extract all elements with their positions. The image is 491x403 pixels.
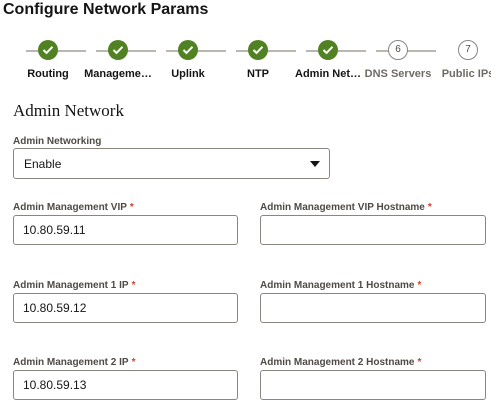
step-label: DNS Servers	[364, 68, 432, 80]
caret-down-icon	[310, 161, 320, 167]
step-label: NTP	[247, 68, 269, 80]
required-marker: *	[131, 280, 136, 291]
check-icon	[108, 40, 128, 60]
section-title: Admin Network	[13, 101, 124, 120]
label-text: Admin Management VIP Hostname	[260, 202, 425, 213]
required-marker: *	[427, 202, 432, 213]
check-icon	[178, 40, 198, 60]
input-value: 10.80.59.12	[23, 301, 87, 315]
check-icon	[248, 40, 268, 60]
label-text: Admin Management 1 Hostname	[260, 280, 415, 291]
admin-networking-label: Admin Networking	[13, 136, 102, 147]
admin-ip1-hostname-label: Admin Management 1 Hostname*	[260, 280, 421, 291]
label-text: Admin Management VIP	[13, 202, 127, 213]
step-label: Manageme…	[84, 68, 152, 80]
step-ntp[interactable]: NTP	[221, 40, 295, 80]
label-text: Admin Management 2 IP	[13, 357, 129, 368]
step-routing[interactable]: Routing	[11, 40, 85, 80]
step-train: Routing Manageme… Uplink NTP Admin Net… …	[16, 40, 491, 85]
admin-ip1-input[interactable]: 10.80.59.12	[13, 293, 238, 323]
admin-vip-input[interactable]: 10.80.59.11	[13, 215, 238, 245]
step-public-ips[interactable]: 7 Public IPs	[431, 40, 491, 80]
admin-ip2-label: Admin Management 2 IP*	[13, 357, 135, 368]
check-icon	[318, 40, 338, 60]
label-text: Admin Management 1 IP	[13, 280, 129, 291]
required-marker: *	[417, 280, 422, 291]
admin-ip2-input[interactable]: 10.80.59.13	[13, 370, 238, 400]
step-label: Admin Net…	[295, 68, 361, 80]
step-label: Public IPs	[441, 68, 491, 80]
step-dns-servers[interactable]: 6 DNS Servers	[361, 40, 435, 80]
required-marker: *	[417, 357, 422, 368]
label-text: Admin Management 2 Hostname	[260, 357, 415, 368]
check-icon	[38, 40, 58, 60]
admin-vip-hostname-input[interactable]	[260, 215, 486, 245]
page-title: Configure Network Params	[3, 1, 209, 18]
admin-ip1-hostname-input[interactable]	[260, 293, 486, 323]
step-admin-network[interactable]: Admin Net…	[291, 40, 365, 80]
admin-networking-select[interactable]: Enable	[13, 148, 330, 179]
required-marker: *	[129, 202, 134, 213]
step-number-badge: 6	[388, 40, 408, 60]
admin-ip2-hostname-input[interactable]	[260, 370, 486, 400]
step-number-badge: 7	[458, 40, 478, 60]
step-label: Uplink	[171, 68, 205, 80]
select-value: Enable	[24, 156, 62, 171]
input-value: 10.80.59.13	[23, 378, 87, 392]
admin-ip1-label: Admin Management 1 IP*	[13, 280, 135, 291]
step-label: Routing	[27, 68, 69, 80]
step-number: 7	[465, 44, 471, 55]
admin-ip2-hostname-label: Admin Management 2 Hostname*	[260, 357, 421, 368]
step-management[interactable]: Manageme…	[81, 40, 155, 80]
admin-vip-hostname-label: Admin Management VIP Hostname*	[260, 202, 432, 213]
step-uplink[interactable]: Uplink	[151, 40, 225, 80]
step-number: 6	[395, 44, 401, 55]
admin-vip-label: Admin Management VIP*	[13, 202, 134, 213]
input-value: 10.80.59.11	[23, 223, 86, 237]
required-marker: *	[131, 357, 136, 368]
